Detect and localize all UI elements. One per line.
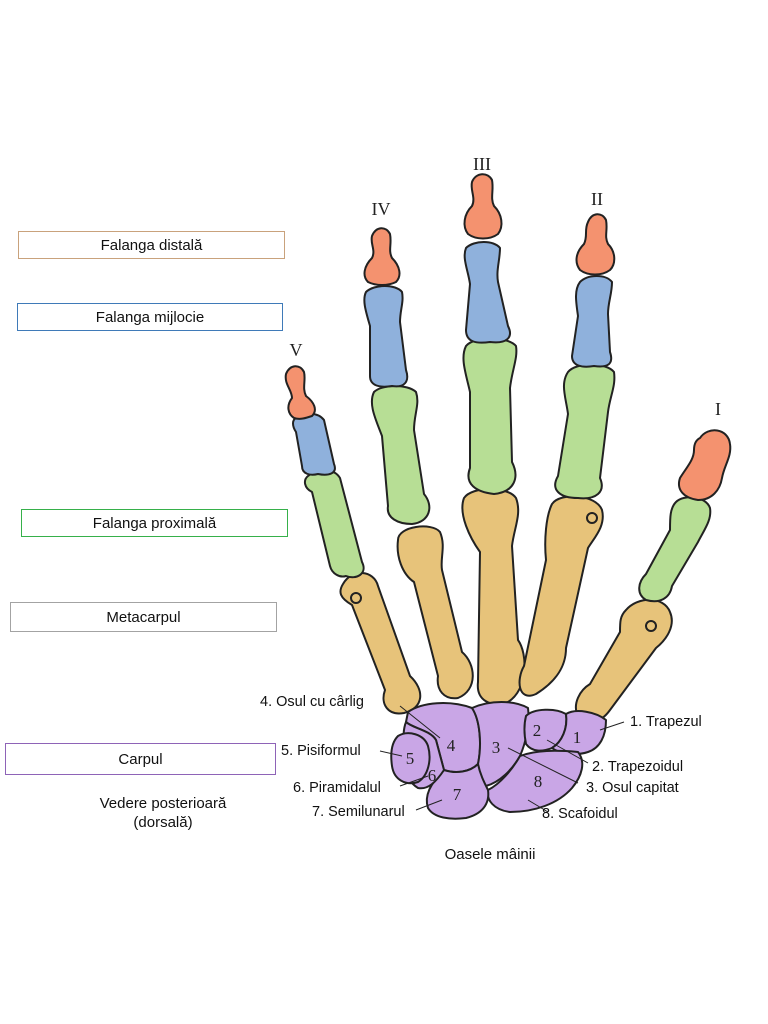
finger-label-i: I [715, 399, 721, 419]
label-triquetrum: 6. Piramidalul [293, 780, 381, 796]
label-pisiform: 5. Pisiformul [281, 743, 361, 759]
finger-v [284, 365, 422, 715]
legend-proximal-label: Falanga proximală [92, 514, 217, 532]
finger-label-iv: IV [372, 199, 391, 219]
legend-middle-label: Falanga mijlocie [95, 308, 205, 326]
carpal-number-2: 2 [533, 721, 542, 740]
finger-i [574, 429, 732, 724]
finger-v-middle [292, 412, 336, 476]
finger-label-ii: II [591, 189, 603, 209]
finger-iii [461, 173, 526, 705]
carpal-8-scaphoid [486, 749, 584, 813]
view-caption: Vedere posterioară (dorsală) [48, 794, 278, 832]
finger-iv-middle [363, 285, 409, 388]
view-caption-line1: Vedere posterioară [99, 795, 227, 812]
finger-v-tubercle [350, 592, 362, 604]
carpal-5-pisiform [390, 732, 431, 785]
finger-label-v: V [290, 340, 303, 360]
carpal-7-lunate [425, 763, 490, 820]
finger-ii-distal [575, 213, 616, 276]
carpal-number-5: 5 [406, 749, 415, 768]
legend-middle-phalanx: Falanga mijlocie [17, 303, 283, 331]
label-trapezoid: 2. Trapezoidul [592, 759, 683, 775]
finger-label-iii: III [473, 154, 491, 174]
finger-ii-proximal [554, 363, 616, 500]
finger-ii [518, 213, 616, 697]
legend-metacarpal-label: Metacarpul [106, 608, 181, 626]
finger-v-distal [284, 365, 316, 420]
label-capitate: 3. Osul capitat [586, 780, 679, 796]
finger-iv-metacarpal [396, 525, 474, 700]
finger-i-proximal [638, 496, 712, 603]
label-hamate: 4. Osul cu cârlig [260, 694, 364, 710]
finger-v-metacarpal [339, 572, 422, 715]
carpal-number-1: 1 [573, 728, 582, 747]
legend-carpal: Carpul [5, 743, 276, 775]
label-lunate: 7. Semilunarul [312, 804, 405, 820]
label-trapezium: 1. Trapezul [630, 714, 702, 730]
carpal-number-8: 8 [534, 772, 543, 791]
carpal-bones [390, 701, 607, 820]
finger-v-proximal [303, 469, 365, 579]
label-scaphoid: 8. Scafoidul [542, 806, 618, 822]
carpal-1-trapezium [551, 710, 607, 756]
legend-distal-phalanx: Falanga distală [18, 231, 285, 259]
carpal-number-3: 3 [492, 738, 501, 757]
legend-metacarpal: Metacarpul [10, 602, 277, 632]
finger-ii-middle [571, 275, 613, 368]
finger-iii-distal [463, 173, 503, 240]
finger-ii-metacarpal [518, 495, 604, 697]
finger-ii-tubercle [586, 512, 598, 524]
finger-iv [363, 227, 474, 700]
finger-i-tubercle [645, 620, 657, 632]
carpal-3-capitate [471, 701, 530, 787]
legend-proximal-phalanx: Falanga proximală [21, 509, 288, 537]
finger-iv-distal [363, 227, 401, 286]
carpal-number-4: 4 [447, 736, 456, 755]
leader-lines [379, 705, 625, 813]
finger-i-metacarpal [574, 598, 673, 724]
carpal-number-7: 7 [453, 785, 462, 804]
view-caption-line2: (dorsală) [133, 814, 193, 831]
finger-iii-middle [463, 241, 511, 344]
finger-iii-proximal [462, 337, 518, 495]
legend-carpal-label: Carpul [118, 750, 163, 768]
finger-iv-proximal [370, 385, 431, 525]
finger-i-distal [678, 429, 732, 501]
figure-caption: Oasele mâinii [444, 846, 536, 863]
legend-distal-label: Falanga distală [100, 236, 203, 254]
carpal-number-6: 6 [428, 766, 437, 785]
